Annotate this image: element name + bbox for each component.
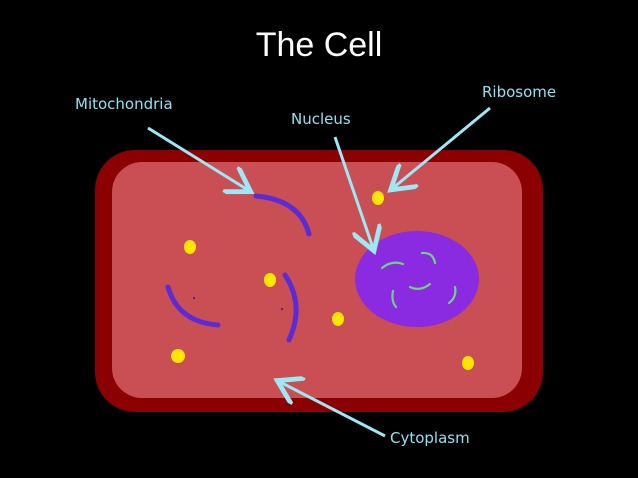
nucleus-label: Nucleus	[291, 110, 351, 128]
cytoplasm-region	[112, 162, 522, 398]
ribosome-2	[184, 240, 196, 254]
mitochondria-arrow	[147, 126, 248, 190]
ribosome-5	[171, 349, 185, 363]
mitochondrion-3	[282, 272, 299, 343]
mitochondrion-dot-2	[281, 308, 283, 310]
ribosome-arrow	[393, 106, 491, 188]
ribosome-4	[332, 312, 344, 326]
nucleus-arrow	[333, 136, 373, 248]
cytoplasm-arrow	[280, 382, 386, 438]
chromatin-strand-5	[391, 289, 398, 309]
mitochondrion-1	[253, 193, 312, 237]
mitochondrion-2	[165, 284, 221, 328]
ribosome-1	[372, 191, 384, 205]
chromatin-strand-2	[420, 251, 437, 265]
mitochondrion-dot-1	[193, 297, 195, 299]
cytoplasm-label: Cytoplasm	[390, 429, 470, 447]
chromatin-strand-1	[380, 261, 405, 270]
chromatin-strand-4	[447, 285, 457, 305]
mitochondria-label: Mitochondria	[75, 95, 173, 113]
ribosome-label: Ribosome	[482, 83, 557, 101]
ribosome-6	[462, 356, 474, 370]
slide-title: The Cell	[255, 26, 383, 64]
chromatin-strand-3	[408, 282, 432, 291]
ribosome-3	[264, 273, 276, 287]
